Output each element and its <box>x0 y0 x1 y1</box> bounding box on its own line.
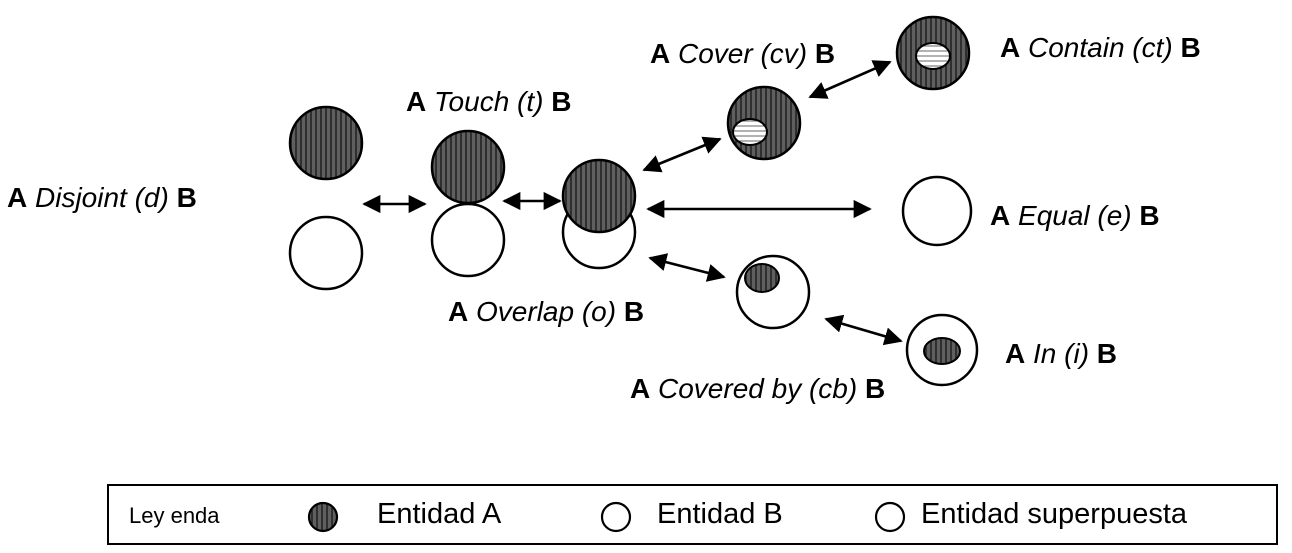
cover-shapes <box>726 85 802 161</box>
relation-name: Cover (cv) <box>678 38 808 69</box>
label-in: A In (i) B <box>1005 340 1117 368</box>
relation-name: In (i) <box>1033 338 1090 369</box>
label-contain: A Contain (ct) B <box>1000 34 1201 62</box>
label-b: B <box>1180 32 1201 63</box>
touch-shapes <box>430 129 506 278</box>
relation-name: Contain (ct) <box>1028 32 1173 63</box>
label-disjoint: A Disjoint (d) B <box>7 184 197 212</box>
label-a: A <box>650 38 671 69</box>
disjoint-entity-b <box>288 215 364 291</box>
in-shapes <box>905 313 979 387</box>
relation-name: Overlap (o) <box>476 296 617 327</box>
arrow-covered-by-in <box>824 314 903 346</box>
legend: Ley enda Entidad A Entidad B Entidad sup… <box>107 484 1278 545</box>
label-a: A <box>7 182 28 213</box>
label-a: A <box>1000 32 1021 63</box>
covered-by-entity-a <box>744 263 780 293</box>
legend-entity-overlap-icon <box>874 501 906 533</box>
in-entity-a <box>923 337 961 365</box>
arrow-overlap-cover <box>642 136 722 173</box>
arrow-cover-contain <box>808 60 892 99</box>
label-equal: A Equal (e) B <box>990 202 1160 230</box>
label-touch: A Touch (t) B <box>406 88 572 116</box>
transition-arrows <box>362 60 903 346</box>
relation-name: Equal (e) <box>1018 200 1132 231</box>
equal-entity <box>901 175 973 247</box>
label-b: B <box>814 38 836 69</box>
overlap-entity-a <box>561 158 637 234</box>
overlap-shapes <box>561 158 637 270</box>
touch-entity-a <box>430 129 506 205</box>
legend-entity-a-label: Entidad A <box>377 498 502 530</box>
label-cover: A Cover (cv) B <box>650 40 835 68</box>
label-a: A <box>448 296 469 327</box>
legend-title: Ley enda <box>129 503 220 528</box>
legend-entity-b-label: Entidad B <box>657 498 783 530</box>
covered-by-shapes <box>735 254 811 330</box>
label-b: B <box>864 373 886 404</box>
label-a: A <box>630 373 651 404</box>
label-covered-by: A Covered by (cb) B <box>630 375 885 403</box>
label-a: A <box>406 86 427 117</box>
relation-name: Covered by (cb) <box>658 373 858 404</box>
arrow-overlap-covered-by <box>648 253 726 282</box>
label-a: A <box>990 200 1011 231</box>
label-a: A <box>1005 338 1026 369</box>
label-b: B <box>176 182 197 213</box>
label-b: B <box>1139 200 1160 231</box>
label-b: B <box>1096 338 1118 369</box>
legend-entity-overlap-label: Entidad superpuesta <box>921 498 1188 530</box>
cover-entity-overlap <box>732 118 768 146</box>
label-b: B <box>551 86 572 117</box>
relation-name: Touch (t) <box>434 86 544 117</box>
contain-entity-overlap <box>915 42 951 70</box>
disjoint-shapes <box>288 105 364 291</box>
contain-shapes <box>895 15 971 91</box>
disjoint-entity-a <box>288 105 364 181</box>
touch-entity-b <box>430 202 506 278</box>
label-overlap: A Overlap (o) B <box>448 298 644 326</box>
legend-entity-b-icon <box>600 501 632 533</box>
relation-name: Disjoint (d) <box>35 182 169 213</box>
label-b: B <box>623 296 645 327</box>
legend-entity-a-icon <box>307 501 339 533</box>
